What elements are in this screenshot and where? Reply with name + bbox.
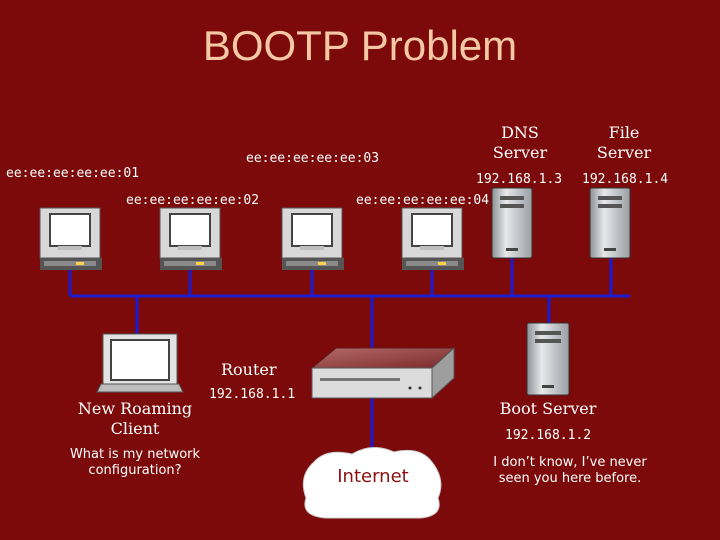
dns-server-name-line2: Server	[492, 143, 548, 162]
boot-server-reply-line2: seen you here before.	[498, 471, 642, 486]
file-server-tower	[589, 187, 631, 259]
boot-server-reply: I don’t know, I’ve never seen you here b…	[478, 455, 662, 487]
file-server-ip: 192.168.1.4	[582, 172, 669, 187]
router-ip: 192.168.1.1	[209, 387, 296, 402]
roaming-client-question-line2: configuration?	[88, 463, 182, 478]
roaming-client-question: What is my network configuration?	[54, 447, 216, 479]
dns-server-name-line1: DNS	[501, 123, 539, 142]
roaming-laptop	[96, 333, 184, 393]
client-pc-1	[39, 207, 102, 270]
router-device	[310, 346, 456, 400]
client-pc-4	[401, 207, 464, 270]
network-bus	[68, 258, 630, 450]
boot-server-name: Boot Server	[499, 399, 597, 418]
client-3-mac-label: ee:ee:ee:ee:ee:03	[246, 151, 380, 166]
file-server-label: File Server	[584, 123, 664, 163]
boot-server-tower	[526, 322, 570, 396]
internet-label: Internet	[337, 466, 409, 487]
boot-server-reply-line1: I don’t know, I’ve never	[493, 455, 647, 470]
roaming-client-name-line2: Client	[110, 419, 160, 438]
client-pc-3	[281, 207, 344, 270]
client-4-mac-label: ee:ee:ee:ee:ee:04	[356, 193, 490, 208]
client-1-mac-label: ee:ee:ee:ee:ee:01	[6, 166, 140, 181]
dns-server-label: DNS Server	[480, 123, 560, 163]
dns-server-ip: 192.168.1.3	[476, 172, 563, 187]
internet-cloud	[302, 447, 442, 519]
roaming-client-question-line1: What is my network	[69, 447, 201, 462]
client-2-mac-label: ee:ee:ee:ee:ee:02	[126, 193, 260, 208]
dns-server-tower	[491, 187, 533, 259]
roaming-client-name-line1: New Roaming	[77, 399, 193, 418]
file-server-name-line2: Server	[596, 143, 652, 162]
file-server-name-line1: File	[608, 123, 640, 142]
page-title: BOOTP Problem	[202, 22, 518, 69]
client-pc-2	[159, 207, 222, 270]
router-name: Router	[221, 360, 277, 379]
roaming-client-label: New Roaming Client	[60, 399, 210, 439]
boot-server-ip: 192.168.1.2	[505, 428, 592, 443]
